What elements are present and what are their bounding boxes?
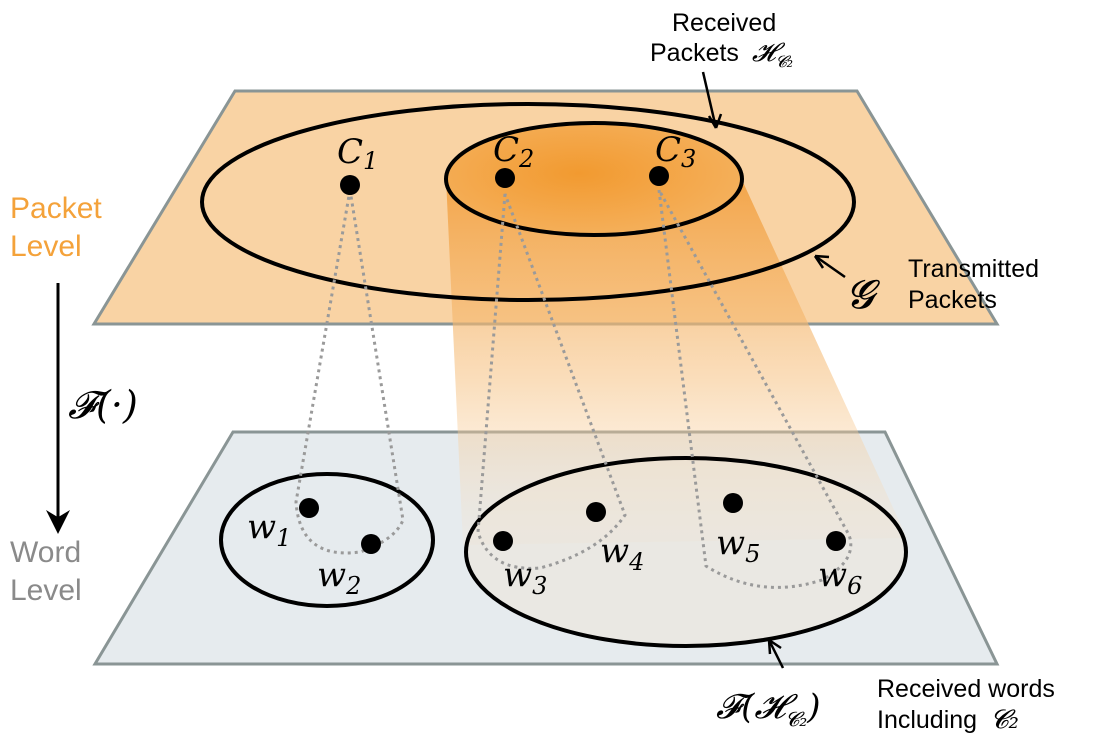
received-packets-label: Received Packets 𝓗𝓒₂ — [650, 9, 793, 71]
received-words-pointer — [767, 639, 785, 669]
transmitted-packets-label: Transmitted Packets — [908, 255, 1046, 314]
mapping-function-label: 𝓕(·) — [68, 383, 138, 427]
projection-beam — [446, 178, 907, 545]
packet-c2-dot — [495, 168, 515, 188]
packet-c3-label: 𝐶3 — [655, 130, 696, 173]
word-w6-dot — [826, 531, 846, 551]
received-packets-pointer — [701, 71, 718, 129]
received-words-ellipse — [464, 456, 908, 648]
word-w3-label: 𝑤3 — [503, 555, 547, 600]
packet-c1-label: 𝐶1 — [337, 132, 378, 175]
word-w1-label: 𝑤1 — [247, 507, 291, 552]
word-w4-dot — [586, 502, 606, 522]
mapping-cone-c2 — [476, 193, 627, 570]
word-group-1-ellipse — [219, 472, 435, 608]
packet-level-label: Packet Level — [10, 192, 110, 263]
word-w2-label: 𝑤2 — [317, 555, 361, 600]
packet-c3-dot — [649, 166, 669, 186]
word-level-label: Word Level — [10, 536, 89, 607]
word-w1-dot — [299, 498, 319, 518]
received-packets-ellipse — [444, 121, 744, 237]
word-w6-label: 𝑤6 — [818, 555, 862, 600]
mapping-cone-c1 — [294, 189, 405, 555]
transmitted-pointer — [814, 254, 846, 279]
word-w5-dot — [723, 493, 743, 513]
received-packets-pointer-head — [707, 113, 723, 129]
packet-c2-label: 𝐶2 — [493, 130, 534, 173]
word-w4-label: 𝑤4 — [600, 531, 644, 576]
received-words-symbol: 𝓕(𝓗𝓒₂) — [716, 687, 820, 731]
word-w5-label: 𝑤5 — [716, 523, 760, 568]
transmitted-packets-ellipse — [200, 102, 856, 302]
transmitted-pointer-head — [813, 254, 830, 269]
received-words-pointer-head — [767, 638, 782, 655]
packet-c1-dot — [340, 175, 360, 195]
word-w2-dot — [361, 534, 381, 554]
word-w3-dot — [493, 531, 513, 551]
received-words-label: Received words Including 𝓒₂ — [877, 675, 1062, 735]
